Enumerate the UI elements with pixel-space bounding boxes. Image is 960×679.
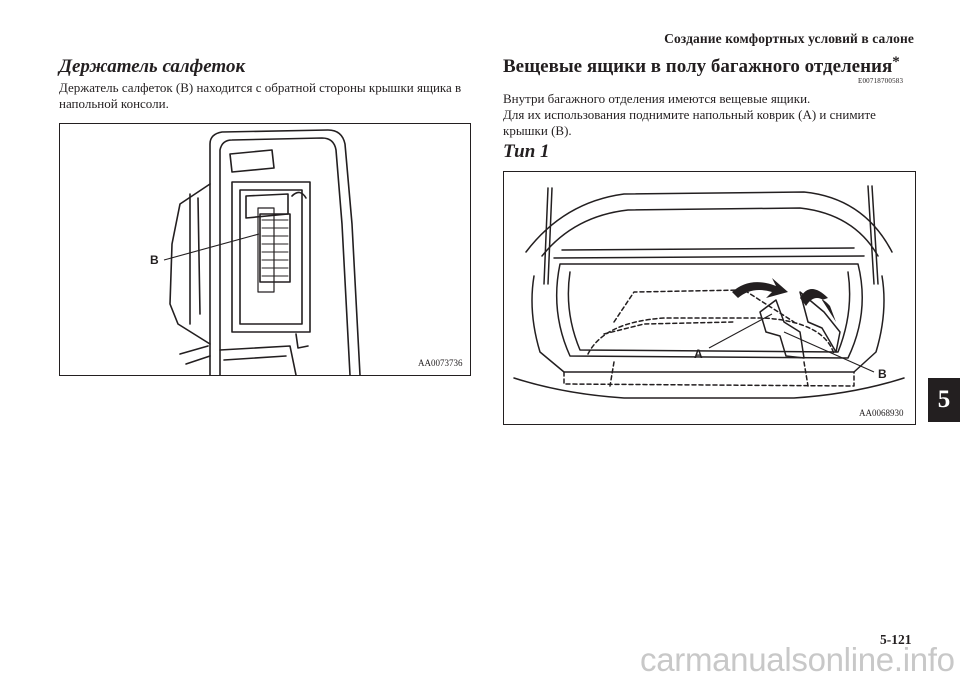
- console-lid-illustration: B: [150, 129, 361, 375]
- figure-code: AA0068930: [859, 408, 904, 418]
- leader-line-b: [163, 233, 260, 261]
- storage-boxes-heading-text: Вещевые ящики в полу багажного отделения: [503, 56, 893, 77]
- running-header: Создание комфортных условий в салоне: [664, 31, 914, 46]
- storage-boxes-text-line-2: Для их использования поднимите напольный…: [503, 107, 876, 138]
- tissue-holder-figure: B AA0073736: [59, 123, 471, 376]
- watermark: carmanualsonline.info: [640, 641, 955, 678]
- tissue-holder-heading: Держатель салфеток: [59, 56, 246, 77]
- storage-boxes-text-line-1: Внутри багажного отделения имеются вещев…: [503, 91, 811, 106]
- trunk-illustration: A B: [513, 185, 905, 399]
- tissue-holder-text: Держатель салфеток (B) находится с обрат…: [59, 80, 462, 111]
- label-b: B: [150, 253, 159, 267]
- storage-boxes-heading: Вещевые ящики в полу багажного отделения…: [503, 54, 900, 78]
- label-a: A: [694, 347, 703, 361]
- leader-line-b: [783, 331, 875, 373]
- figure-code: AA0073736: [418, 358, 463, 368]
- storage-boxes-text: Внутри багажного отделения имеются вещев…: [503, 91, 923, 139]
- label-b: B: [878, 367, 887, 381]
- type-heading: Тип 1: [503, 141, 550, 162]
- chapter-tab: 5: [928, 378, 960, 422]
- luggage-compartment-figure: A B AA0068930: [503, 171, 916, 425]
- section-code: E00718700583: [858, 77, 904, 85]
- leader-line-a: [708, 313, 773, 349]
- page-number: 5-121: [880, 632, 912, 647]
- option-mark: *: [892, 54, 900, 70]
- lift-arrow-cover: [800, 289, 836, 322]
- lift-arrow-mat: [732, 278, 788, 298]
